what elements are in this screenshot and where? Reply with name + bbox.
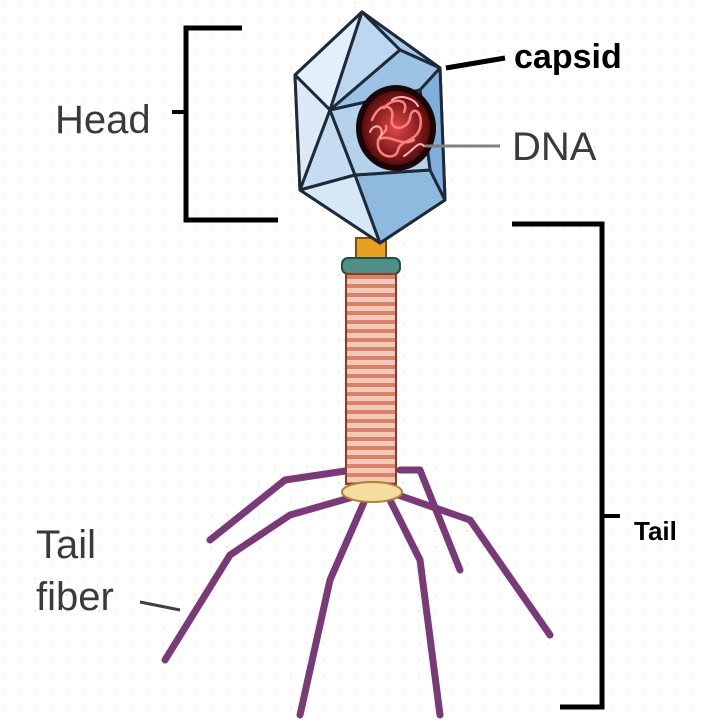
tail-sheath [346,274,396,484]
base-plate [342,482,402,502]
dna-core [356,85,436,171]
head-label: Head [55,98,151,142]
tail-fiber-label-line1: Tail [36,523,96,567]
phage-collar [342,258,400,274]
dna-label: DNA [512,125,597,169]
capsid-label: capsid [514,38,622,76]
tail-label: Tail [634,516,677,546]
tail-fiber-label-line2: fiber [36,575,114,619]
